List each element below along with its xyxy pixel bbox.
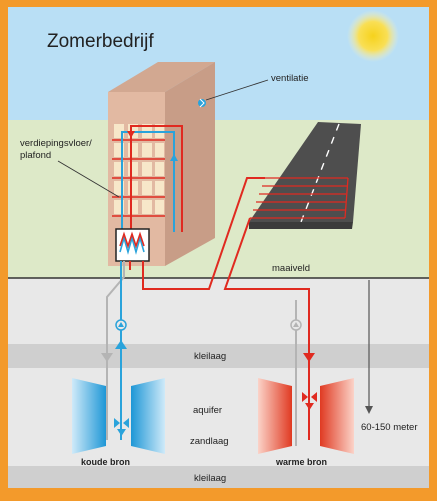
building-pipe-loop — [121, 125, 183, 232]
ground-level-label: maaiveld — [272, 263, 310, 274]
clay-layer-top-label: kleilaag — [194, 351, 226, 362]
sun-icon — [347, 10, 399, 62]
warm-well — [258, 378, 354, 454]
sand-layer-label: zandlaag — [190, 436, 229, 447]
road-heating-coils — [250, 177, 349, 219]
road — [249, 122, 361, 229]
depth-arrow — [365, 406, 373, 414]
cold-source-label: koude bron — [81, 457, 130, 467]
ventilation-label: ventilatie — [271, 73, 309, 84]
aquifer-label: aquifer — [193, 405, 222, 416]
diagram-title: Zomerbedrijf — [47, 31, 154, 52]
ventilation-icon — [198, 98, 206, 108]
floor-ceiling-leader-line — [57, 160, 120, 198]
warm-flow-arrow — [303, 353, 315, 362]
warm-source-label: warme bron — [275, 457, 327, 467]
floor-ceiling-slabs — [112, 139, 165, 217]
depth-label: 60-150 meter — [361, 422, 418, 433]
clay-layer-top-band — [8, 344, 429, 368]
clay-layer-bottom-band — [8, 466, 429, 488]
cold-flow-arrow — [115, 340, 127, 349]
heat-exchanger-icon — [115, 228, 150, 262]
warm-pump-arrow — [293, 322, 299, 327]
floor-ceiling-label-line1: verdiepingsvloer/ — [20, 138, 92, 149]
cold-pump-arrow — [118, 322, 124, 327]
warm-pipe — [129, 177, 310, 440]
underground — [8, 278, 429, 488]
inactive-flow-arrow-cold — [101, 353, 113, 362]
cold-well — [72, 378, 165, 454]
ventilation-leader-line — [205, 79, 269, 101]
clay-layer-bottom-label: kleilaag — [194, 473, 226, 484]
floor-ceiling-label-line2: plafond — [20, 150, 51, 161]
